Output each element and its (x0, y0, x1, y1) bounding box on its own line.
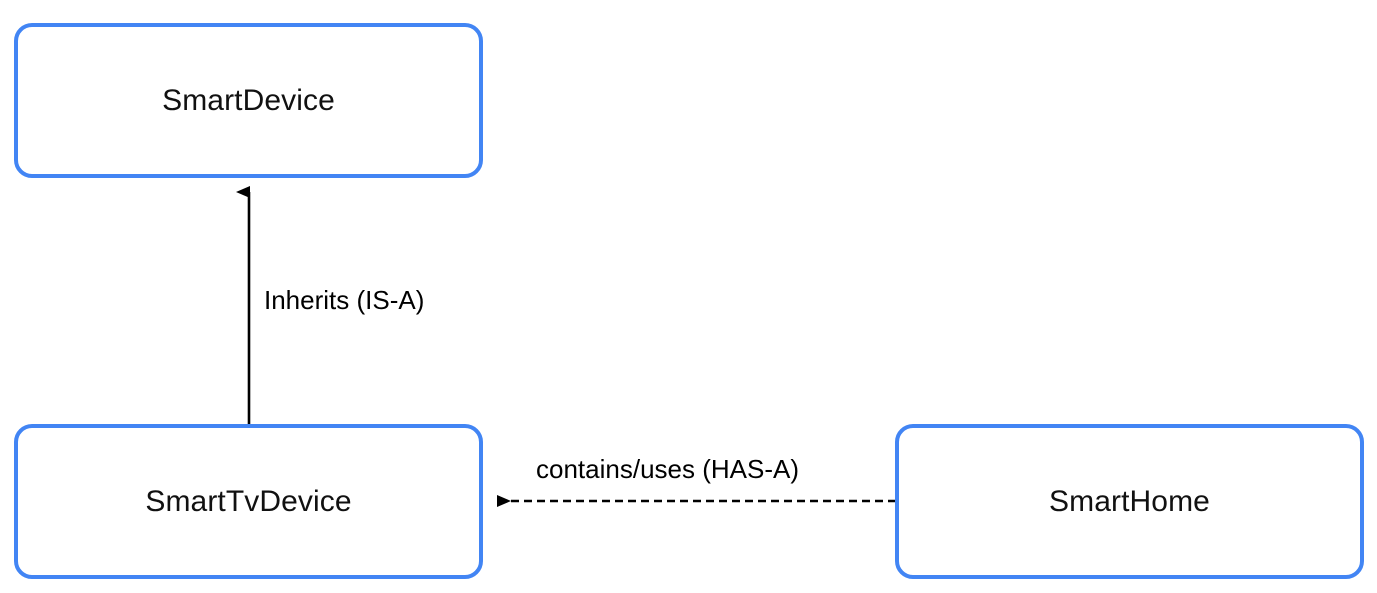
node-smarthome[interactable]: SmartHome (895, 424, 1364, 579)
node-smarttvdevice-label: SmartTvDevice (145, 484, 352, 518)
edge-label-contains: contains/uses (HAS-A) (536, 454, 799, 484)
edge-label-inherits: Inherits (IS-A) (264, 285, 425, 315)
node-smarthome-label: SmartHome (1049, 484, 1210, 518)
node-smarttvdevice[interactable]: SmartTvDevice (14, 424, 483, 579)
node-smartdevice-label: SmartDevice (162, 83, 335, 117)
node-smartdevice[interactable]: SmartDevice (14, 23, 483, 178)
